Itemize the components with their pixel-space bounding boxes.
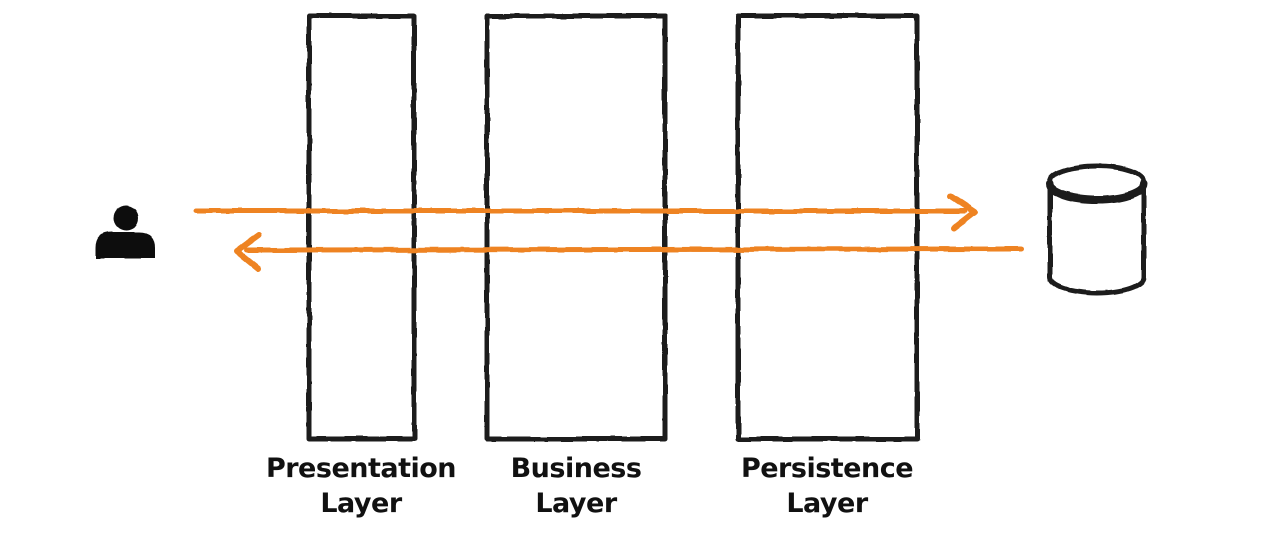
response-arrow: [234, 232, 1024, 271]
persistence-layer-label: Persistence Layer: [717, 451, 937, 521]
presentation-layer-label-line2: Layer: [320, 488, 402, 519]
presentation-layer-label: Presentation Layer: [251, 451, 471, 521]
business-layer-label-line2: Layer: [535, 488, 617, 519]
database-cylinder-icon: [1046, 163, 1148, 296]
business-layer-label: Business Layer: [466, 451, 686, 521]
request-arrow: [193, 193, 978, 232]
persistence-layer-label-line2: Layer: [786, 488, 868, 519]
persistence-layer-box: [735, 13, 920, 442]
business-layer-label-line1: Business: [510, 453, 642, 484]
presentation-layer-box: [306, 13, 417, 442]
person-icon: [95, 205, 155, 258]
persistence-layer-label-line1: Persistence: [740, 453, 914, 484]
business-layer-box: [484, 13, 668, 442]
presentation-layer-label-line1: Presentation: [265, 453, 457, 484]
